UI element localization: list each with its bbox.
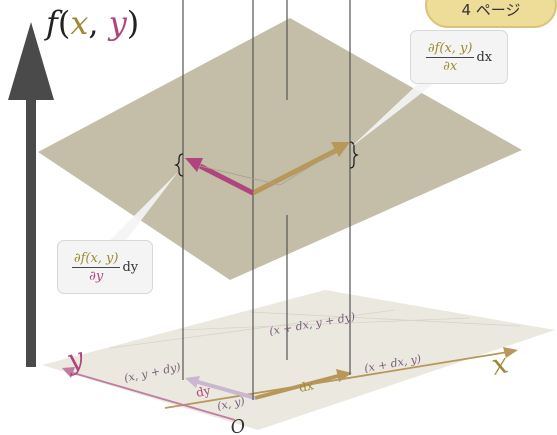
vertical-guides: [182, 0, 351, 400]
function-close-paren: ): [126, 4, 140, 42]
floor-label-dy: dy: [195, 383, 212, 400]
callout-dfdx: ∂f(x, y) ∂x dx: [410, 30, 508, 84]
x-axis-arrowhead: [503, 347, 518, 358]
up-arrow-icon: [8, 22, 54, 100]
dy-floor-arrow: [197, 380, 256, 400]
function-arg-x: x: [70, 4, 89, 42]
dx-floor-arrow: [254, 374, 339, 400]
y-axis-arrowhead: [62, 367, 75, 378]
xy-floor-plane: [42, 290, 555, 430]
floor-label-point: (x, y): [216, 394, 246, 413]
x-axis-line: [164, 351, 509, 409]
fraction-numerator: ∂f(x, y): [71, 250, 121, 268]
page-reference-label: 4 ページ: [461, 1, 521, 19]
fraction-denominator: ∂y: [89, 268, 104, 284]
tangent-plane: [38, 18, 522, 280]
fraction-dfdy: ∂f(x, y) ∂y: [71, 250, 121, 284]
function-label: f(x, y): [46, 4, 139, 42]
dfdy-plane-arrowhead: [185, 158, 203, 172]
dfdx-plane-arrow: [251, 147, 339, 196]
fraction-numerator: ∂f(x, y): [425, 40, 475, 58]
callout-pointer-dfdx: [350, 82, 436, 148]
dx-floor-arrowhead: [336, 369, 352, 382]
plane-triangle: [199, 149, 338, 186]
function-arg-y: y: [108, 4, 127, 42]
dfdx-plane-arrowhead: [331, 142, 350, 157]
differential-dy: dy: [122, 259, 139, 275]
function-name: f: [46, 4, 58, 42]
fraction-dfdx: ∂f(x, y) ∂x: [425, 40, 475, 74]
floor-label-dx: dx: [298, 378, 315, 395]
origin-label: O: [229, 415, 248, 435]
function-open-paren: (: [57, 4, 71, 42]
dfdy-plane-arrow: [198, 163, 255, 196]
differential-dx: dx: [476, 49, 493, 65]
y-axis-line: [69, 371, 236, 421]
fraction-denominator: ∂x: [443, 58, 458, 74]
brace-icon: [173, 153, 184, 177]
function-comma: ,: [88, 4, 109, 42]
page-reference-badge[interactable]: 4 ページ: [425, 0, 557, 28]
up-arrow-shaft: [26, 95, 36, 367]
dy-floor-arrowhead: [185, 376, 200, 388]
callout-pointer-dfdy: [110, 172, 178, 240]
callout-dfdy: ∂f(x, y) ∂y dy: [57, 240, 153, 294]
x-axis-label: x: [489, 346, 512, 382]
